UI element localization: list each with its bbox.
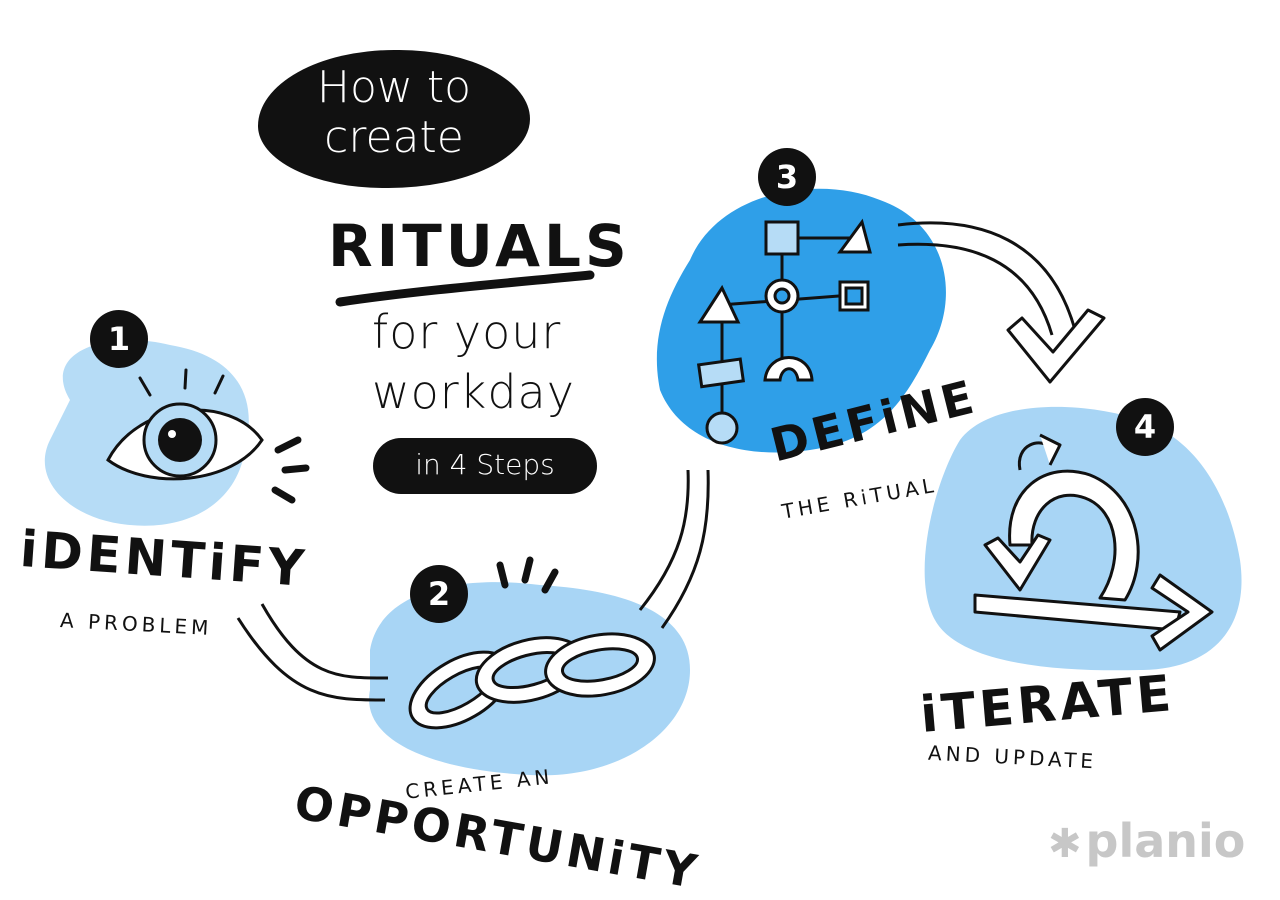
- asterisk-icon: ✱: [1048, 821, 1082, 867]
- step-badge-3: 3: [758, 148, 816, 206]
- eye-icon: [106, 368, 310, 504]
- title-line-2: create: [324, 112, 464, 163]
- step4-blob: [924, 406, 1242, 671]
- connector-1-2b: [260, 603, 389, 680]
- title-main: RITUALS: [328, 212, 631, 280]
- title-line-1: How to: [316, 62, 472, 113]
- title-line-3: for your: [372, 305, 562, 359]
- chain-link-icon: [408, 556, 656, 730]
- planio-logo: ✱planio: [1048, 814, 1245, 868]
- steps-pill-label: in 4 Steps: [415, 448, 555, 481]
- title-line-4: workday: [372, 365, 575, 419]
- arrow-3-4b: [897, 242, 1054, 336]
- step-badge-4: 4: [1116, 398, 1174, 456]
- title-blob: [258, 50, 530, 188]
- connector-2-3b: [660, 469, 710, 629]
- shapes-flow-icon: [696, 218, 872, 445]
- infographic: How to create RITUALS for your workday i…: [18, 50, 1245, 899]
- steps-pill: in 4 Steps: [373, 438, 597, 494]
- connector-1-2: [236, 617, 386, 702]
- arrow-3-4-head: [1006, 308, 1106, 384]
- step3-blob: [656, 188, 946, 453]
- planio-logo-text: planio: [1085, 814, 1246, 868]
- iterate-arrows-icon: [973, 433, 1214, 652]
- rituals-underline: [335, 270, 595, 307]
- step-badge-1: 1: [90, 310, 148, 368]
- illustration-canvas: [44, 188, 1242, 776]
- step-badge-2: 2: [410, 565, 468, 623]
- arrow-3-4: [897, 221, 1077, 331]
- connector-2-3: [638, 469, 690, 611]
